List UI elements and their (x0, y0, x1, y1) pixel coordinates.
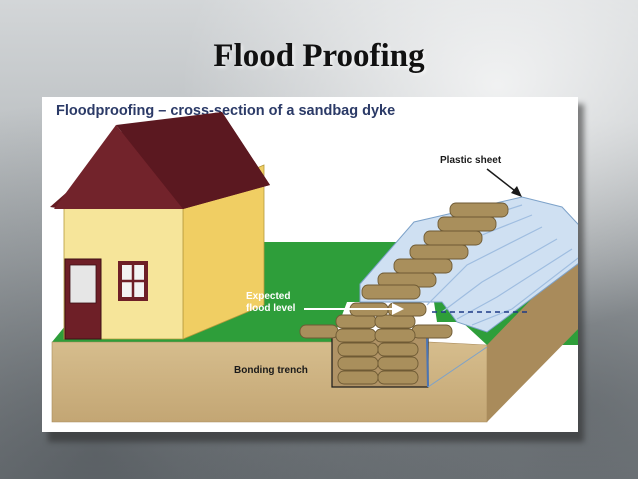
sandbags-top (361, 202, 509, 300)
house (50, 112, 270, 340)
label-flood-level-line1: Expected (246, 291, 290, 302)
sandbags-stack (299, 302, 453, 385)
arrow-plastic-sheet (486, 168, 520, 195)
arrowhead-plastic-sheet (511, 186, 522, 197)
soil-side-face (487, 251, 578, 422)
label-flood-level-line2: flood level (246, 303, 296, 314)
slide-title: Flood Proofing (213, 38, 425, 74)
diagram-panel: Floodproofing – cross-section of a sandb… (42, 97, 578, 432)
label-plastic-sheet: Plastic sheet (440, 155, 502, 166)
arrowhead-flood-level (392, 303, 404, 315)
diagram-heading: Floodproofing – cross-section of a sandb… (56, 103, 395, 119)
label-bonding-trench: Bonding trench (234, 365, 308, 376)
sandbag-dyke-diagram: Floodproofing – cross-section of a sandb… (50, 103, 578, 423)
